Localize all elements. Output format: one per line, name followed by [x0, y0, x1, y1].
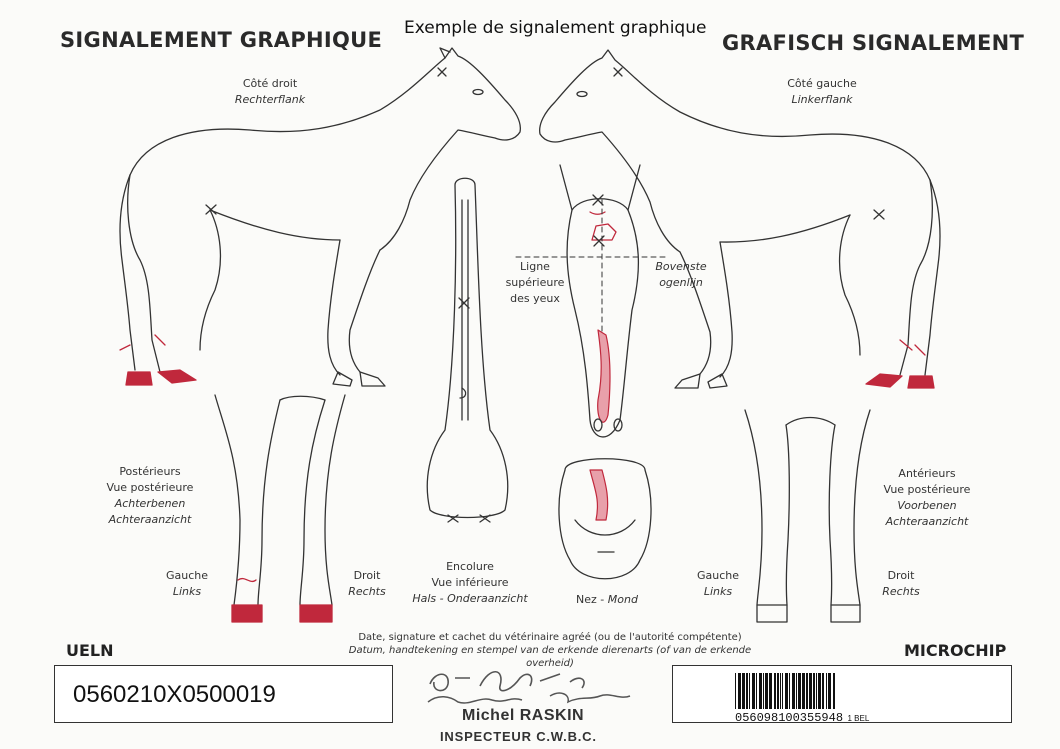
eye-line-fr-label: Ligne supérieure des yeux — [504, 259, 566, 307]
left-side-label: Côté gauche Linkerflank — [777, 76, 867, 108]
front-legs-label: Antérieurs Vue postérieure Voorbenen Ach… — [872, 466, 982, 530]
microchip-number: 056098100355948 — [735, 711, 843, 725]
horse-right-side — [120, 48, 520, 386]
hind-legs-label: Postérieurs Vue postérieure Achterbenen … — [95, 464, 205, 528]
ueln-box: 0560210X0500019 — [54, 665, 393, 723]
nose-view — [559, 459, 651, 579]
barcode-bar — [835, 673, 836, 709]
microchip-label: MICROCHIP — [904, 641, 1006, 660]
hind-legs-view — [215, 395, 345, 622]
front-left-label: Gauche Links — [690, 568, 746, 600]
hind-right-label: Droit Rechts — [342, 568, 392, 600]
neck-view — [427, 178, 507, 522]
stamp-name: Michel RASKIN — [462, 707, 584, 725]
microchip-box: 056098100355948 1 BEL — [672, 665, 1012, 723]
ueln-value: 0560210X0500019 — [73, 681, 276, 709]
stamp-title: INSPECTEUR C.W.B.C. — [440, 729, 597, 744]
nose-label: Nez - Mond — [562, 592, 652, 608]
right-side-label: Côté droit Rechterflank — [225, 76, 315, 108]
microchip-suffix: 1 BEL — [847, 714, 869, 723]
front-right-label: Droit Rechts — [876, 568, 926, 600]
neck-label: Encolure Vue inférieure Hals - Onderaanz… — [400, 559, 540, 607]
barcode — [735, 673, 935, 709]
hind-left-label: Gauche Links — [162, 568, 212, 600]
microchip-readout: 056098100355948 1 BEL — [735, 708, 869, 726]
ueln-label: UELN — [66, 641, 114, 660]
front-legs-view — [745, 410, 870, 622]
horse-diagram — [0, 0, 1060, 640]
signature — [410, 656, 660, 712]
eye-line-nl-label: Bovenste ogenlijn — [655, 259, 707, 291]
